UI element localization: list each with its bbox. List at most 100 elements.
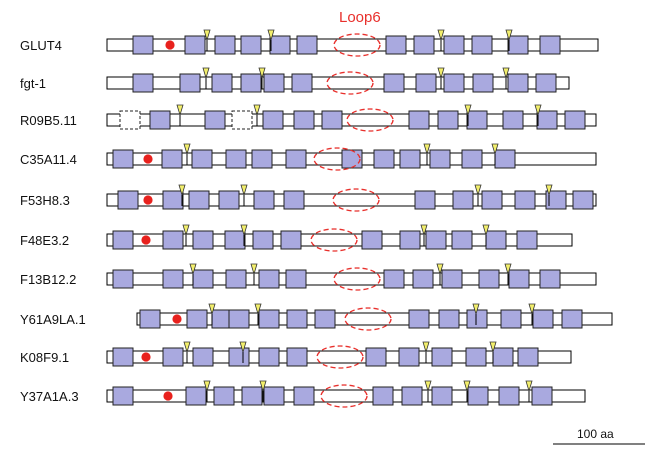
tm-segment-icon — [296, 35, 318, 55]
intron-triangle-icon — [240, 224, 248, 237]
tm-segment-icon — [412, 269, 434, 289]
tm-segment-icon — [564, 110, 586, 130]
tm-segment-icon — [291, 73, 313, 93]
intron-triangle-icon — [178, 184, 186, 197]
tm-segment-icon — [258, 269, 280, 289]
tm-segment-icon — [132, 73, 154, 93]
tm-segment-icon — [162, 230, 184, 250]
tm-segment-icon — [431, 386, 453, 406]
tm-segment-icon — [263, 386, 285, 406]
tm-segment-icon — [112, 386, 134, 406]
tm-segment-icon — [132, 35, 154, 55]
tm-segment-icon — [383, 269, 405, 289]
protein-name: Y61A9LA.1 — [20, 312, 86, 327]
tm-segment-icon — [149, 110, 171, 130]
tm-segment-icon — [179, 73, 201, 93]
intron-triangle-icon — [504, 263, 512, 276]
tm-segment-icon — [186, 309, 208, 329]
tm-segment-icon — [408, 110, 430, 130]
protein-row: K08F9.1 — [20, 341, 572, 369]
intron-triangle-icon — [203, 29, 211, 42]
intron-triangle-icon — [208, 303, 216, 316]
tm-segment-icon — [286, 309, 308, 329]
tm-segment-icon — [467, 386, 489, 406]
tm-segment-icon — [262, 110, 284, 130]
tm-segment-icon — [117, 190, 139, 210]
glycosylation-dot-icon — [141, 352, 151, 362]
loop6-label: Loop6 — [339, 9, 381, 26]
intron-triangle-icon — [525, 380, 533, 393]
scale-bar: 100 aa — [553, 427, 645, 445]
protein-name: C35A11.4 — [20, 152, 77, 167]
tm-segment-icon — [472, 73, 494, 93]
protein-row: C35A11.4 — [20, 143, 597, 171]
sequence-backbone — [106, 76, 570, 90]
scale-bar-label: 100 aa — [577, 427, 614, 441]
tm-segment-icon — [502, 110, 524, 130]
protein-name: fgt-1 — [20, 76, 46, 91]
loop6-ellipse-icon — [332, 188, 380, 212]
tm-segment-icon — [498, 386, 520, 406]
glycosylation-dot-icon — [141, 235, 151, 245]
tm-segment-icon — [285, 149, 307, 169]
tm-segment-icon — [228, 309, 250, 329]
tm-segment-icon — [536, 110, 558, 130]
intron-triangle-icon — [267, 29, 275, 42]
tm-segment-icon — [112, 230, 134, 250]
tm-segment-icon — [531, 386, 553, 406]
intron-triangle-icon — [482, 224, 490, 237]
tm-segment-icon — [139, 309, 161, 329]
intron-triangle-icon — [437, 67, 445, 80]
glycosylation-dot-icon — [172, 314, 182, 324]
intron-triangle-icon — [422, 341, 430, 354]
loop6-ellipse-icon — [333, 267, 381, 291]
intron-triangle-icon — [472, 303, 480, 316]
intron-triangle-icon — [189, 263, 197, 276]
protein-rows: GLUT4fgt-1R09B5.11C35A11.4F53H8.3F48E3.2… — [20, 29, 613, 408]
intron-triangle-icon — [250, 263, 258, 276]
glycosylation-dot-icon — [163, 391, 173, 401]
tm-segment-icon — [283, 190, 305, 210]
tm-segment-icon — [438, 309, 460, 329]
tm-segment-icon — [471, 35, 493, 55]
tm-segment-icon — [465, 347, 487, 367]
tm-segment-icon — [514, 190, 536, 210]
tm-segment-icon — [572, 190, 594, 210]
tm-segment-icon — [535, 73, 557, 93]
tm-segment-icon — [466, 110, 488, 130]
tm-segment-icon — [561, 309, 583, 329]
protein-row: R09B5.11 — [20, 104, 597, 132]
protein-row: F13B12.2 — [20, 263, 597, 291]
tm-segment-icon — [280, 230, 302, 250]
glycosylation-dot-icon — [165, 40, 175, 50]
tm-segment-icon — [185, 386, 207, 406]
protein-name: R09B5.11 — [20, 113, 77, 128]
tm-segment-icon — [441, 269, 463, 289]
protein-name: F48E3.2 — [20, 233, 69, 248]
protein-row: fgt-1 — [20, 67, 570, 95]
tm-segment-icon — [253, 190, 275, 210]
tm-segment-icon — [414, 190, 436, 210]
tm-segment-icon — [314, 309, 336, 329]
tm-segment-dashed-icon — [119, 110, 141, 130]
intron-triangle-icon — [420, 224, 428, 237]
loop6-ellipse-icon — [320, 384, 368, 408]
tm-segment-icon — [192, 347, 214, 367]
tm-segment-icon — [224, 230, 246, 250]
tm-segment-icon — [398, 347, 420, 367]
loop6-ellipse-icon — [333, 33, 381, 57]
tm-segment-icon — [228, 347, 250, 367]
tm-segment-icon — [293, 110, 315, 130]
tm-segment-icon — [443, 73, 465, 93]
protein-row: F48E3.2 — [20, 224, 573, 252]
intron-triangle-icon — [534, 104, 542, 117]
intron-triangle-icon — [183, 341, 191, 354]
protein-name: GLUT4 — [20, 38, 62, 53]
tm-segment-icon — [188, 190, 210, 210]
tm-segment-icon — [494, 149, 516, 169]
intron-triangle-icon — [202, 67, 210, 80]
intron-triangle-icon — [463, 380, 471, 393]
tm-segment-icon — [258, 347, 280, 367]
tm-segment-icon — [401, 386, 423, 406]
